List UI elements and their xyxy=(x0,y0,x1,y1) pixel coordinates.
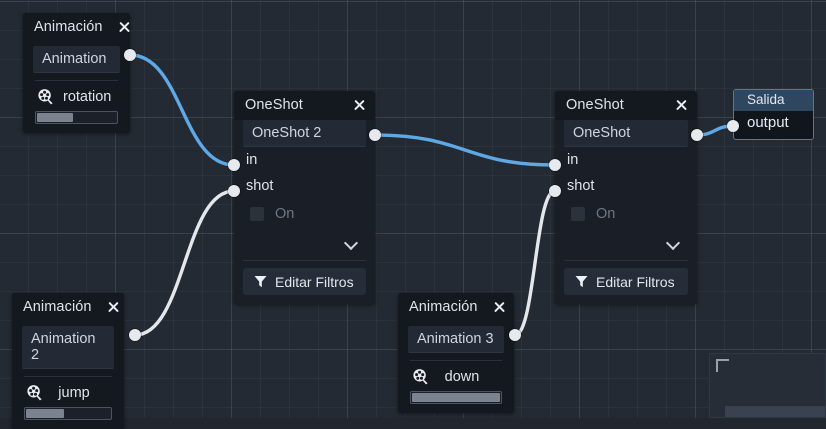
animation-track-row: rotation xyxy=(33,88,120,110)
port-anim2-output[interactable] xyxy=(129,329,141,341)
animation-track-label: down xyxy=(444,368,480,385)
divider xyxy=(35,80,118,81)
node-body: Animation 2 jump xyxy=(12,321,124,429)
node-title-label: Animación xyxy=(34,18,103,35)
animation-progress-bar[interactable] xyxy=(35,111,118,124)
connection-anim1-to-oneshot2-in xyxy=(128,53,236,167)
animation-progress-bar[interactable] xyxy=(24,407,112,420)
animation-track-label: jump xyxy=(58,384,90,401)
node-body: OneShot in shot On Editar Filtros xyxy=(555,120,697,304)
port-row-in[interactable]: in xyxy=(246,152,258,168)
port-oneshot2-in[interactable] xyxy=(228,159,240,171)
node-name-field[interactable]: Animation 3 xyxy=(408,326,504,353)
edit-filters-label: Editar Filtros xyxy=(596,273,675,290)
node-name-field[interactable]: OneShot xyxy=(564,120,688,147)
animation-select[interactable] xyxy=(243,229,366,257)
node-title-bar[interactable]: Animación xyxy=(398,293,514,321)
divider xyxy=(410,360,502,361)
node-title-label: OneShot xyxy=(245,96,303,113)
animation-track-row: jump xyxy=(22,384,114,406)
node-body: Animation 3 down xyxy=(398,321,514,413)
port-oneshot1-shot[interactable] xyxy=(549,185,561,197)
node-title-label: Salida xyxy=(734,90,813,111)
on-checkbox[interactable] xyxy=(571,207,585,221)
port-oneshot2-output[interactable] xyxy=(369,129,381,141)
on-checkbox-row[interactable]: On xyxy=(564,199,688,229)
connection-oneshot2-to-oneshot1-in xyxy=(373,133,557,167)
film-reel-icon xyxy=(412,368,429,385)
on-checkbox-label: On xyxy=(596,206,616,222)
node-title-bar[interactable]: OneShot xyxy=(555,91,697,119)
node-body: Animation rotation xyxy=(23,41,130,133)
node-oneshot-1[interactable]: OneShot OneShot in shot On Editar Fi xyxy=(555,91,697,304)
close-icon[interactable] xyxy=(117,20,131,34)
minimap-scroll-indicator[interactable] xyxy=(725,406,825,417)
port-row-in[interactable]: in xyxy=(567,152,579,168)
edit-filters-button[interactable]: Editar Filtros xyxy=(243,268,366,295)
animation-track-row: down xyxy=(408,368,504,390)
node-title-bar[interactable]: Animación xyxy=(12,293,124,321)
node-animation-jump[interactable]: Animación Animation 2 ju xyxy=(12,293,124,429)
node-title-bar[interactable]: Animación xyxy=(23,13,130,41)
animation-track-label: rotation xyxy=(63,88,112,105)
node-title-bar[interactable]: OneShot xyxy=(234,91,375,119)
port-anim1-output[interactable] xyxy=(124,49,136,61)
film-reel-icon xyxy=(37,88,54,105)
node-title-label: Animación xyxy=(409,298,478,315)
animation-select[interactable] xyxy=(564,229,688,257)
node-title-label: OneShot xyxy=(566,96,624,113)
animation-progress-fill xyxy=(412,393,500,402)
connection-anim3-to-oneshot1-shot xyxy=(513,189,557,337)
port-oneshot1-output[interactable] xyxy=(691,129,703,141)
divider xyxy=(564,260,688,261)
connection-anim2-to-oneshot2-shot xyxy=(133,189,236,337)
output-port-label[interactable]: output xyxy=(734,111,813,135)
viewport-corner-icon xyxy=(716,359,729,372)
node-body: OneShot 2 in shot On Editar Filtros xyxy=(234,120,375,304)
animation-progress-bar[interactable] xyxy=(410,391,502,404)
funnel-icon xyxy=(575,275,588,288)
node-animation-rotation[interactable]: Animación Animation rota xyxy=(23,13,130,133)
node-name-field[interactable]: Animation xyxy=(33,46,120,73)
close-icon[interactable] xyxy=(674,98,688,112)
node-oneshot-2[interactable]: OneShot OneShot 2 in shot On Editar xyxy=(234,91,375,304)
node-name-field[interactable]: Animation 2 xyxy=(22,326,114,369)
node-title-label: Animación xyxy=(23,298,92,315)
film-reel-icon xyxy=(26,384,43,401)
port-salida-input[interactable] xyxy=(727,120,739,132)
port-oneshot2-shot[interactable] xyxy=(228,185,240,197)
port-anim3-output[interactable] xyxy=(509,329,521,341)
divider xyxy=(24,376,112,377)
minimap-panel[interactable] xyxy=(709,353,826,418)
port-oneshot1-in[interactable] xyxy=(549,159,561,171)
chevron-down-icon xyxy=(345,237,357,249)
node-output-salida[interactable]: Salida output xyxy=(733,89,814,140)
close-icon[interactable] xyxy=(352,98,366,112)
funnel-icon xyxy=(254,275,267,288)
close-icon[interactable] xyxy=(492,300,506,314)
close-icon[interactable] xyxy=(106,300,120,314)
node-animation-down[interactable]: Animación Animation 3 do xyxy=(398,293,514,413)
edit-filters-button[interactable]: Editar Filtros xyxy=(564,268,688,295)
on-checkbox-label: On xyxy=(275,206,295,222)
port-row-shot[interactable]: shot xyxy=(246,178,274,194)
on-checkbox[interactable] xyxy=(250,207,264,221)
animation-progress-fill xyxy=(26,409,64,418)
node-name-field[interactable]: OneShot 2 xyxy=(243,120,366,147)
edit-filters-label: Editar Filtros xyxy=(275,273,354,290)
chevron-down-icon xyxy=(667,237,679,249)
on-checkbox-row[interactable]: On xyxy=(243,199,366,229)
divider xyxy=(243,260,366,261)
animation-progress-fill xyxy=(37,113,73,122)
port-row-shot[interactable]: shot xyxy=(567,178,595,194)
